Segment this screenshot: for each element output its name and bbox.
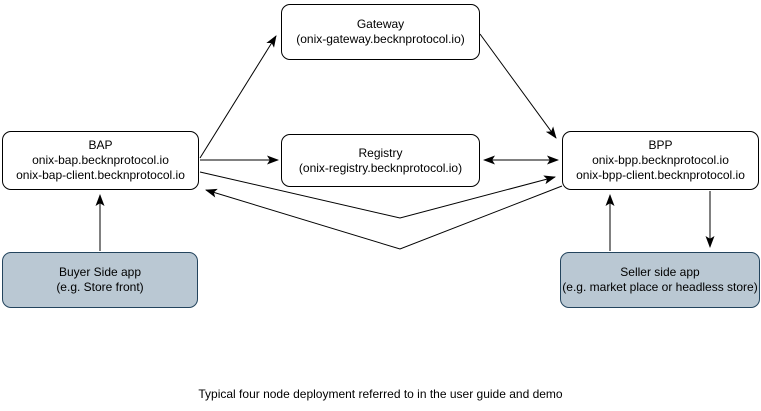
registry-title: Registry xyxy=(358,145,403,160)
arrow-bpp-to-bap-lower-path xyxy=(205,185,563,250)
bpp-client-domain: onix-bpp-client.becknprotocol.io xyxy=(576,168,745,182)
bpp-title: BPP xyxy=(648,138,673,152)
bap-client-domain: onix-bap-client.becknprotocol.io xyxy=(16,168,185,182)
gateway-node: Gateway (onix-gateway.becknprotocol.io) xyxy=(281,4,480,60)
seller-side-app-node: Seller side app (e.g. market place or he… xyxy=(560,252,760,308)
gateway-title: Gateway xyxy=(356,17,405,31)
buyer-app-title: Buyer Side app xyxy=(58,265,142,279)
bpp-node: BPP onix-bpp.becknprotocol.io onix-bpp-c… xyxy=(562,131,759,190)
buyer-side-app-node: Buyer Side app (e.g. Store front) xyxy=(2,252,198,308)
arrow-bap-to-gateway xyxy=(199,35,277,159)
buyer-app-example: (e.g. Store front) xyxy=(56,280,144,294)
bap-domain: onix-bap.becknprotocol.io xyxy=(32,153,169,167)
gateway-domain: (onix-gateway.becknprotocol.io) xyxy=(296,32,465,46)
bap-title: BAP xyxy=(88,138,113,152)
seller-app-example: (e.g. market place or headless store) xyxy=(562,280,758,294)
diagram-caption: Typical four node deployment referred to… xyxy=(198,387,563,401)
bpp-domain: onix-bpp.becknprotocol.io xyxy=(592,153,729,167)
arrow-gateway-to-bpp xyxy=(479,33,557,139)
registry-node: Registry (onix-registry.becknprotocol.io… xyxy=(281,134,480,187)
bap-node: BAP onix-bap.becknprotocol.io onix-bap-c… xyxy=(2,131,199,190)
seller-app-title: Seller side app xyxy=(620,265,700,279)
registry-domain: (onix-registry.becknprotocol.io) xyxy=(298,160,463,175)
